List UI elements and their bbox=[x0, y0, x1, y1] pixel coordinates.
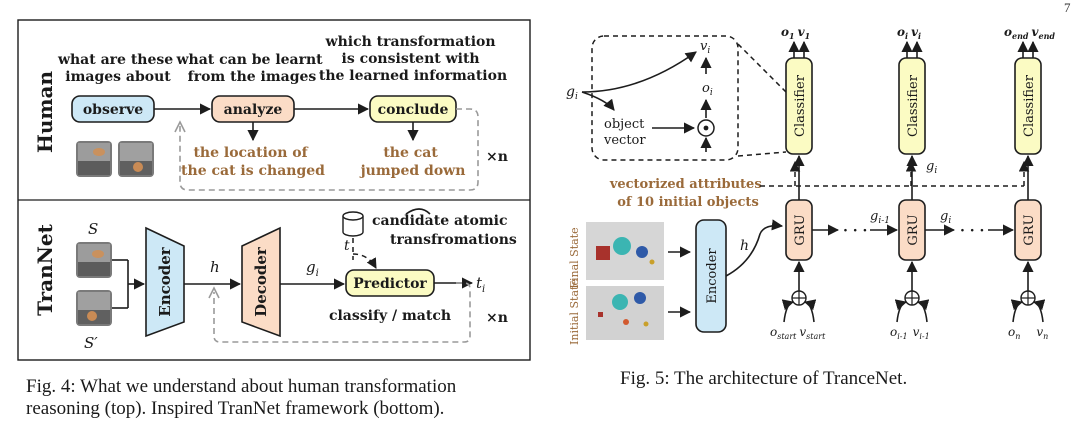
candidate-arc bbox=[405, 208, 431, 215]
gru-2-label: GRU bbox=[906, 214, 921, 245]
label-s: S bbox=[88, 220, 98, 238]
fig4-encoder-label: Encoder bbox=[156, 246, 174, 317]
g-label-i: gi bbox=[940, 209, 951, 226]
encoder-to-gru1 bbox=[725, 219, 784, 277]
inset-link-top bbox=[737, 43, 787, 93]
result-analyze: the location of the cat is changed bbox=[181, 145, 325, 179]
db-to-predictor bbox=[352, 253, 377, 269]
label-s-prime: S′ bbox=[84, 334, 98, 352]
oplus-icon-3 bbox=[1020, 290, 1036, 306]
section-human-label: Human bbox=[33, 70, 57, 153]
final-state-image bbox=[586, 222, 664, 280]
inset-vi: vi bbox=[700, 39, 710, 56]
result-conclude: the cat jumped down bbox=[359, 145, 466, 179]
g-label-i1: gi-1 bbox=[870, 209, 890, 226]
inset-link-bottom bbox=[737, 151, 787, 157]
inset-arrow-gi-obj bbox=[581, 91, 615, 111]
fig4-encoder bbox=[145, 226, 185, 338]
fig4: Human TranNet what are these images abou… bbox=[17, 19, 531, 419]
human-repeat-label: ×n bbox=[486, 149, 508, 165]
classifier-2-label: Classifier bbox=[906, 74, 921, 137]
input1-v-arrow bbox=[803, 299, 817, 323]
g-label-cls2: gi bbox=[926, 159, 937, 176]
inset-arrow-gi-vi bbox=[581, 51, 697, 93]
analyze-label: analyze bbox=[224, 102, 283, 118]
predictor-label: Predictor bbox=[353, 276, 427, 292]
classifier-2 bbox=[898, 57, 926, 155]
human-photo-2 bbox=[118, 141, 154, 177]
object-vector-label: object vector bbox=[603, 117, 649, 148]
initial-state-image bbox=[586, 286, 664, 340]
inset-oi: oi bbox=[702, 81, 713, 98]
question-analyze: what can be learnt from the images bbox=[175, 52, 327, 85]
trannet-loop-arrowhead bbox=[208, 286, 220, 299]
vectorized-label: vectorized attributes of 10 initial obje… bbox=[609, 177, 766, 210]
conclude-label: conclude bbox=[378, 102, 449, 118]
classifier-1-label: Classifier bbox=[793, 74, 808, 137]
human-photo-1 bbox=[76, 141, 112, 177]
trannet-photo-s-prime bbox=[76, 290, 112, 326]
database-icon bbox=[342, 211, 364, 237]
input3-v-arrow bbox=[1032, 299, 1046, 323]
fig5-caption: Fig. 5: The architecture of TranceNet. bbox=[620, 368, 907, 389]
question-observe: what are these images about bbox=[57, 52, 178, 85]
human-loop-arrowhead bbox=[174, 120, 186, 133]
section-trannet-label: TranNet bbox=[33, 223, 57, 315]
dots-2: · · · bbox=[960, 223, 984, 239]
classifier-3 bbox=[1014, 57, 1042, 155]
gru-3-label: GRU bbox=[1022, 214, 1037, 245]
final-state-label: Final State bbox=[568, 227, 581, 288]
inset-box bbox=[591, 35, 739, 161]
classifier-3-label: Classifier bbox=[1022, 74, 1037, 137]
trannet-loop bbox=[213, 282, 471, 343]
observe-label: observe bbox=[83, 102, 143, 118]
input2-o-arrow bbox=[894, 299, 908, 323]
trannet-photo-s bbox=[76, 242, 112, 278]
classify-match-label: classify / match bbox=[329, 308, 451, 324]
page-number: 7 bbox=[1064, 0, 1071, 15]
question-conclude: which transformation is consistent with … bbox=[319, 34, 507, 84]
classifier-1 bbox=[785, 57, 813, 155]
fig4-decoder-label: Decoder bbox=[252, 246, 270, 317]
human-loop bbox=[179, 108, 479, 191]
trannet-repeat-label: ×n bbox=[486, 310, 508, 326]
fig5-encoder-label: Encoder bbox=[705, 248, 720, 304]
fig4-decoder bbox=[241, 226, 281, 338]
oplus-icon-1 bbox=[791, 290, 807, 306]
input1-o-arrow bbox=[781, 299, 795, 323]
dot-product-center bbox=[703, 125, 709, 131]
oplus-icon-2 bbox=[904, 290, 920, 306]
inset-gi: gi bbox=[566, 84, 578, 102]
fig4-label-h: h bbox=[210, 258, 220, 276]
candidate-label: candidate atomic transfromations bbox=[372, 213, 517, 248]
fig5: vi oi gi object vector vectorized attrib… bbox=[566, 25, 1055, 389]
input3-o-arrow bbox=[1010, 299, 1024, 323]
input2-v-arrow bbox=[916, 299, 930, 323]
initial-state-label: Initial State bbox=[568, 279, 581, 345]
fig4-label-t: t bbox=[344, 238, 350, 254]
fig5-label-h: h bbox=[740, 238, 749, 254]
fig4-label-ti: ti bbox=[476, 274, 485, 295]
dots-1: · · · bbox=[843, 223, 867, 239]
fig4-frame bbox=[17, 19, 531, 361]
fig4-caption: Fig. 4: What we understand about human t… bbox=[26, 376, 461, 419]
gru-1-label: GRU bbox=[793, 214, 808, 245]
gru-3 bbox=[1014, 199, 1042, 261]
fig4-label-gi: gi bbox=[306, 258, 319, 279]
